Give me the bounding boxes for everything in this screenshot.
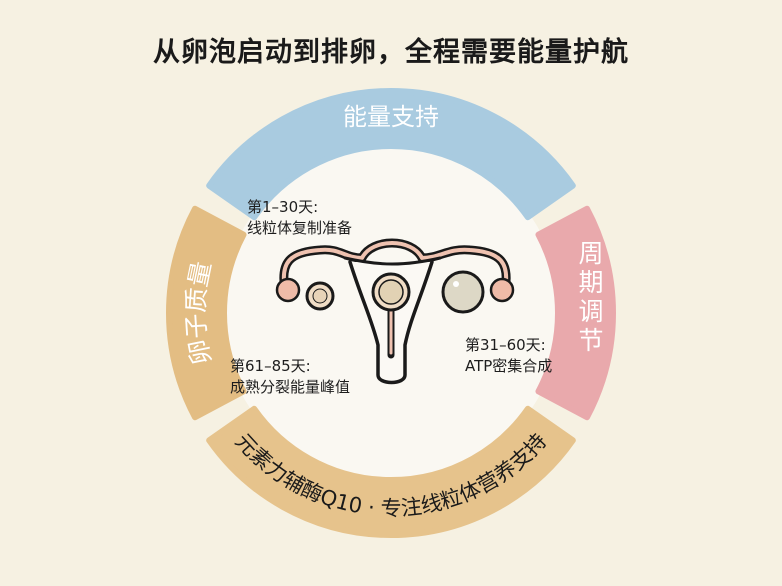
stage-1-day: 第1–30天: — [247, 198, 319, 216]
stage-3-day: 第61–85天: — [230, 357, 311, 375]
stage-2-label: 第31–60天: ATP密集合成 — [465, 335, 552, 377]
stage-3-label: 第61–85天: 成熟分裂能量峰值 — [230, 356, 350, 398]
segment-cycle-regulation — [535, 205, 616, 421]
segment-energy-support — [206, 88, 576, 221]
right-ovary-fimbria — [489, 277, 515, 303]
uterus-illustration — [275, 238, 515, 385]
stage-2-day: 第31–60天: — [465, 336, 546, 354]
stage-1-label: 第1–30天: 线粒体复制准备 — [247, 197, 352, 239]
stage-1-desc: 线粒体复制准备 — [247, 219, 353, 237]
stage-2-desc: ATP密集合成 — [465, 357, 553, 375]
cycle-regulation-label: 周期调节 — [575, 240, 604, 356]
energy-support-label: 能量支持 — [343, 103, 439, 131]
page-title: 从卵泡启动到排卵，全程需要能量护航 — [153, 37, 629, 68]
left-ovary-fimbria — [275, 277, 301, 303]
segment-product-banner — [206, 405, 576, 538]
stage-3-desc: 成熟分裂能量峰值 — [230, 378, 351, 396]
segment-egg-quality — [166, 205, 247, 421]
